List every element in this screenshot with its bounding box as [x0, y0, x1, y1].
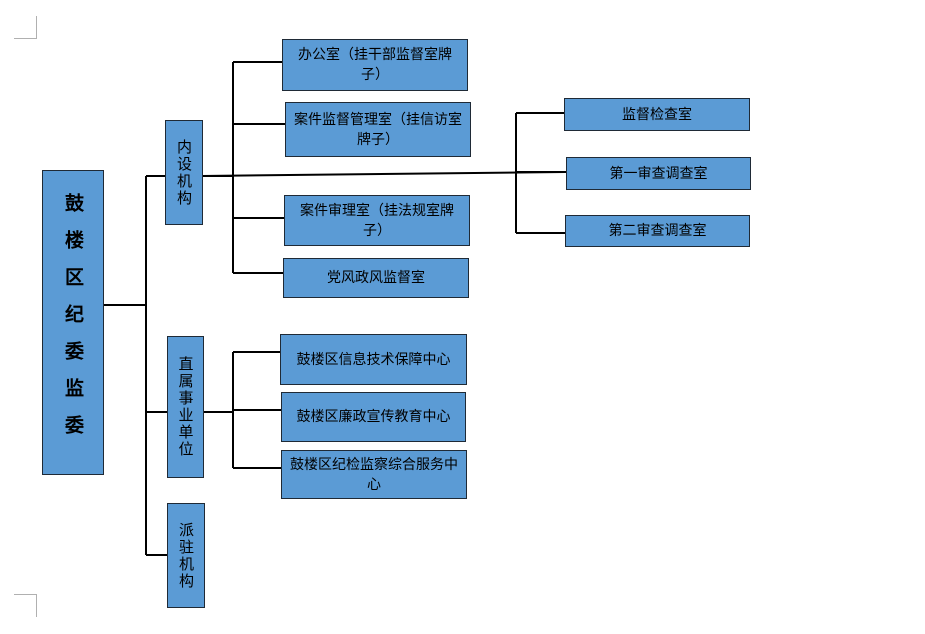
branch-internal-departments: 内设机构: [165, 120, 203, 225]
node-investigation-office-2: 第二审查调查室: [565, 215, 750, 247]
node-style-supervision-office: 党风政风监督室: [283, 258, 469, 298]
branch-dispatched-agencies: 派驻机构: [167, 503, 205, 608]
node-it-support-center: 鼓楼区信息技术保障中心: [280, 334, 467, 385]
node-education-center: 鼓楼区廉政宣传教育中心: [281, 392, 466, 442]
node-general-office: 办公室（挂干部监督室牌子）: [282, 39, 468, 91]
node-service-center: 鼓楼区纪检监察综合服务中心: [281, 450, 467, 499]
top-left-crop-mark: [14, 16, 37, 39]
root-node: 鼓楼区纪委监委: [42, 170, 104, 475]
node-investigation-office-1: 第一审查调查室: [566, 157, 751, 190]
branch-affiliated-units: 直属事业单位: [167, 336, 204, 478]
node-case-review-office: 案件审理室（挂法规室牌子）: [284, 195, 470, 246]
internal-to-review-offices: [201, 171, 566, 177]
node-case-supervision-office: 案件监督管理室（挂信访室牌子）: [285, 102, 471, 157]
node-inspection-office: 监督检查室: [564, 98, 750, 131]
bottom-left-crop-mark: [14, 594, 37, 617]
